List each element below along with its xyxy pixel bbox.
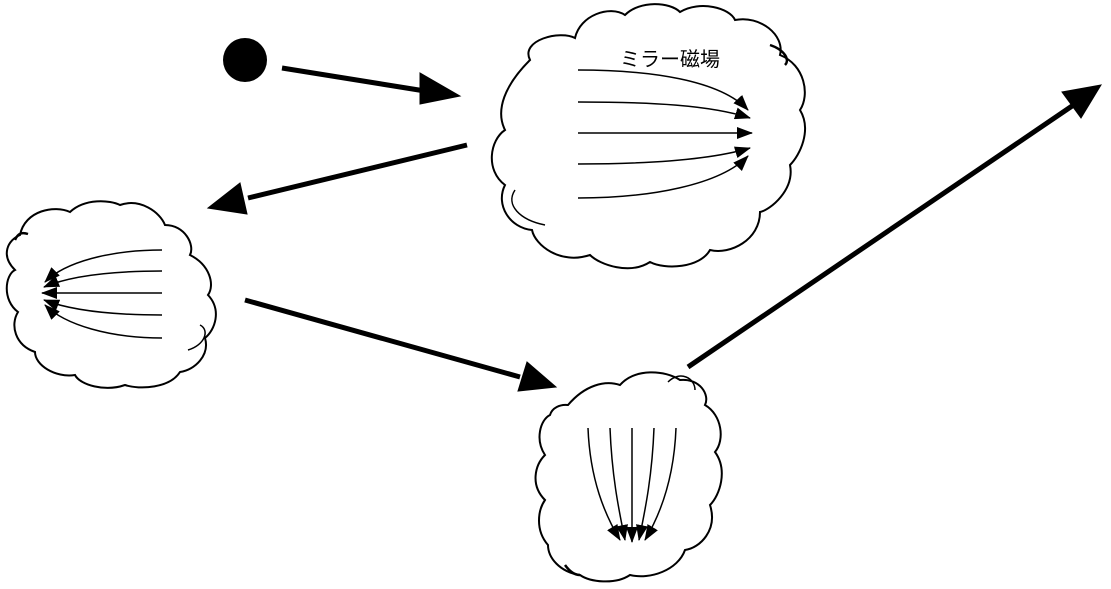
mirror-field-label: ミラー磁場 bbox=[620, 47, 720, 71]
trajectory-arrow-3 bbox=[244, 297, 521, 380]
cloud-1-outline bbox=[490, 3, 806, 270]
magnetic-cloud-3 bbox=[534, 371, 723, 583]
magnetic-cloud-1: ミラー磁場 bbox=[490, 3, 806, 270]
cloud-3-outline bbox=[534, 371, 723, 583]
particle-dot bbox=[223, 38, 267, 82]
trajectory-arrows bbox=[206, 65, 1103, 392]
cloud-3-field-lines bbox=[587, 427, 677, 543]
cloud-2-field-lines bbox=[41, 249, 163, 339]
trajectory-arrowhead-4 bbox=[1061, 84, 1103, 119]
cloud-2-outline bbox=[5, 200, 217, 389]
trajectory-arrow-1 bbox=[281, 65, 426, 94]
magnetic-cloud-2 bbox=[5, 200, 217, 389]
cloud-1-field-lines bbox=[577, 69, 753, 199]
trajectory-arrow-2 bbox=[247, 142, 468, 201]
trajectory-arrowhead-3 bbox=[517, 361, 558, 392]
trajectory-arrowhead-1 bbox=[419, 72, 462, 105]
trajectory-arrowhead-2 bbox=[206, 182, 248, 215]
trajectory-arrow-4 bbox=[686, 101, 1077, 370]
